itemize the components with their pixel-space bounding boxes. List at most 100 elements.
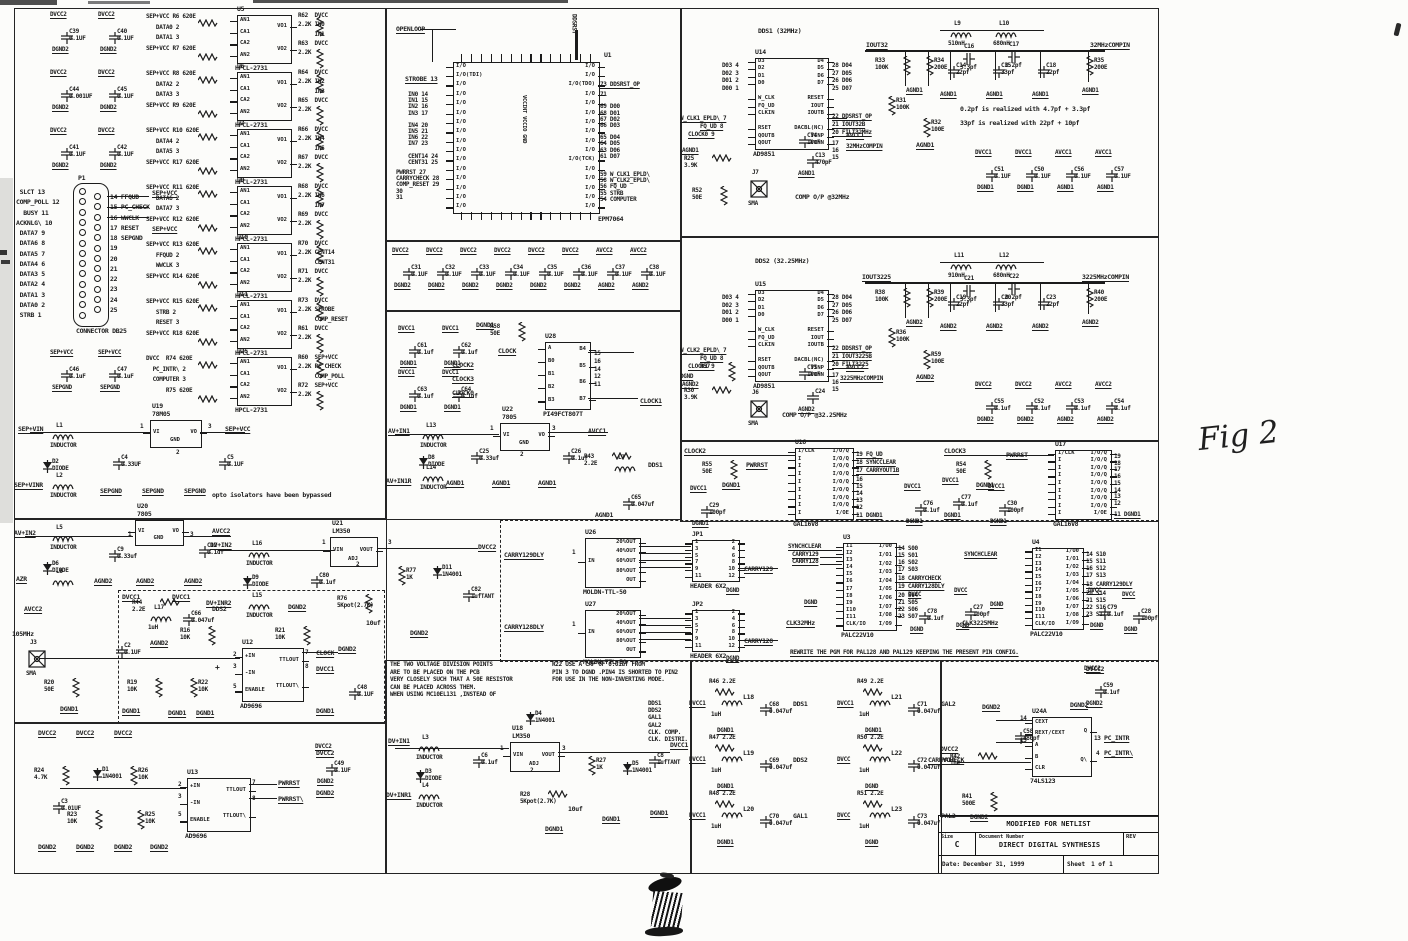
- capacitor: [60, 370, 74, 382]
- diode-label: D8 DIODE: [428, 454, 445, 468]
- wire: [738, 640, 778, 641]
- wire: [30, 432, 150, 433]
- pin-stub: [1110, 461, 1117, 463]
- wire: [995, 52, 996, 80]
- ic-ref: U10: [237, 233, 248, 241]
- pin-label: GND: [153, 535, 164, 541]
- pin-stub: [685, 563, 692, 565]
- inductor: [995, 30, 1019, 40]
- capacitor-label: C30 100pf: [1007, 500, 1024, 514]
- schematic-label: L16: [252, 540, 262, 547]
- schematic-label: IOUT3225: [862, 273, 891, 281]
- schematic-label: DGND1: [168, 709, 187, 717]
- pin-label: VO2: [277, 388, 287, 395]
- ic-ref: U7: [237, 119, 245, 127]
- pin-label: I/O: [456, 156, 466, 163]
- schematic-label: 20 S04 21 S05 22 S06 23 S07: [898, 592, 918, 620]
- schematic-label: SYNCHCLEAR: [964, 551, 998, 558]
- wire: [588, 398, 638, 399]
- inductor: [995, 262, 1019, 272]
- wire: [558, 752, 670, 753]
- resistor: [197, 189, 218, 199]
- ic-ref: U5: [237, 5, 245, 13]
- pin-label: QOUT: [758, 140, 772, 147]
- schematic-label: DGND2: [38, 843, 57, 851]
- pin-label: I/O: [456, 109, 466, 116]
- opto-right-labels: R68 DVCC 2.2K IN6 IN7 R69 DVCC 2.2K: [298, 183, 328, 228]
- resistor-label: R20 50E: [44, 679, 54, 693]
- ic-part: PI49FCT807T: [543, 410, 583, 418]
- connector-pin-hole: [79, 260, 86, 268]
- pin-stub: [446, 207, 453, 209]
- opto-left-labels: SEP+VCC R13 620E FFQUD 2 WWCLK 3 SEP+VCC…: [146, 241, 199, 280]
- pin-label: I/O1: [1065, 556, 1079, 562]
- connector-pin-hole: [79, 198, 86, 206]
- schematic-label: 8: [305, 663, 309, 670]
- capacitor-label: C56 0.1UF: [1074, 166, 1091, 180]
- ic-jp1: [692, 540, 740, 582]
- opto-right-labels: R62 DVCC 2.2K IN0 IN1 R63 DVCC 2.2K: [298, 12, 328, 57]
- pin-label: IOUT: [810, 334, 824, 341]
- pin-stub: [376, 551, 383, 553]
- connector-pin-hole: [79, 280, 86, 288]
- pin-label: 60%OUT: [616, 558, 636, 564]
- pin-stub: [1090, 760, 1097, 762]
- capacitor-label: C33 0.1UF: [479, 264, 496, 278]
- pin-label: VO1: [277, 364, 287, 371]
- ic-ref: U3: [843, 533, 851, 541]
- capacitor: [759, 816, 773, 828]
- schematic-label: 28 D04 27 D05 26 D06 25 D07: [832, 62, 852, 92]
- schematic-label: 10uf: [568, 805, 583, 813]
- capacitor-label: C15 33pf: [1001, 62, 1015, 76]
- pin-stub: [1110, 499, 1117, 501]
- schematic-label: 1uH: [711, 823, 721, 830]
- pin-label: D1: [758, 304, 765, 311]
- pin-stub: [852, 451, 859, 454]
- schematic-label: AGND1: [1057, 184, 1074, 191]
- ic-part: HPCL-2731: [235, 235, 268, 243]
- scan-artifact: [0, 250, 7, 255]
- schematic-label: AVCC1: [1055, 149, 1072, 156]
- resistor: [719, 185, 729, 206]
- pin-label: W_CLK: [758, 327, 775, 334]
- schematic-label: DVCC1: [122, 593, 141, 601]
- pin-label: D1: [758, 72, 765, 79]
- pin-label: I/O0: [878, 543, 892, 550]
- schematic-label: 3225MHzCOMPIN: [1082, 273, 1129, 281]
- schematic-label: DGND1: [977, 184, 994, 191]
- schematic-label: 105MHz: [12, 630, 34, 638]
- schematic-label: CLOCK3: [452, 375, 474, 383]
- diode: [42, 460, 53, 473]
- pin-stub: [685, 570, 692, 572]
- pin-label: I11: [1035, 614, 1045, 620]
- resistor-label: R33 100K: [875, 57, 889, 71]
- pin-stub: [836, 582, 843, 584]
- wire: [200, 432, 245, 433]
- resistor: [547, 789, 568, 799]
- pin-stub: [235, 656, 242, 658]
- ic-ref: U22: [502, 405, 513, 413]
- pin-label: CA2: [240, 97, 250, 104]
- wire: [60, 788, 186, 789]
- capacitor-label: C20 33pf: [1001, 294, 1015, 308]
- wire: [639, 553, 691, 554]
- schematic-label: DGND1: [1017, 184, 1034, 191]
- pin-stub: [748, 308, 755, 310]
- pin-stub: [1082, 584, 1089, 586]
- wire: [905, 52, 906, 86]
- resistor-label: R36 100K: [896, 329, 910, 343]
- schematic-label: AVCC1: [588, 427, 607, 435]
- pin-stub: [827, 368, 834, 370]
- pin-label: I/CLK: [798, 447, 815, 454]
- schematic-label: DVCC: [1122, 591, 1136, 598]
- resistor: [197, 75, 218, 85]
- pin-stub: [1048, 506, 1055, 508]
- schematic-label: L10: [999, 20, 1009, 27]
- pin-stub: [836, 589, 843, 591]
- schematic-label: PAL2: [941, 812, 956, 820]
- schematic-label: SLCT 13 COMP_POLL 12 BUSY 11 ACKNLG\ 10 …: [16, 188, 60, 320]
- pin-stub: [748, 144, 755, 146]
- schematic-label: DGND1: [906, 518, 923, 525]
- capacitor-label: C18 22pf: [1046, 62, 1060, 76]
